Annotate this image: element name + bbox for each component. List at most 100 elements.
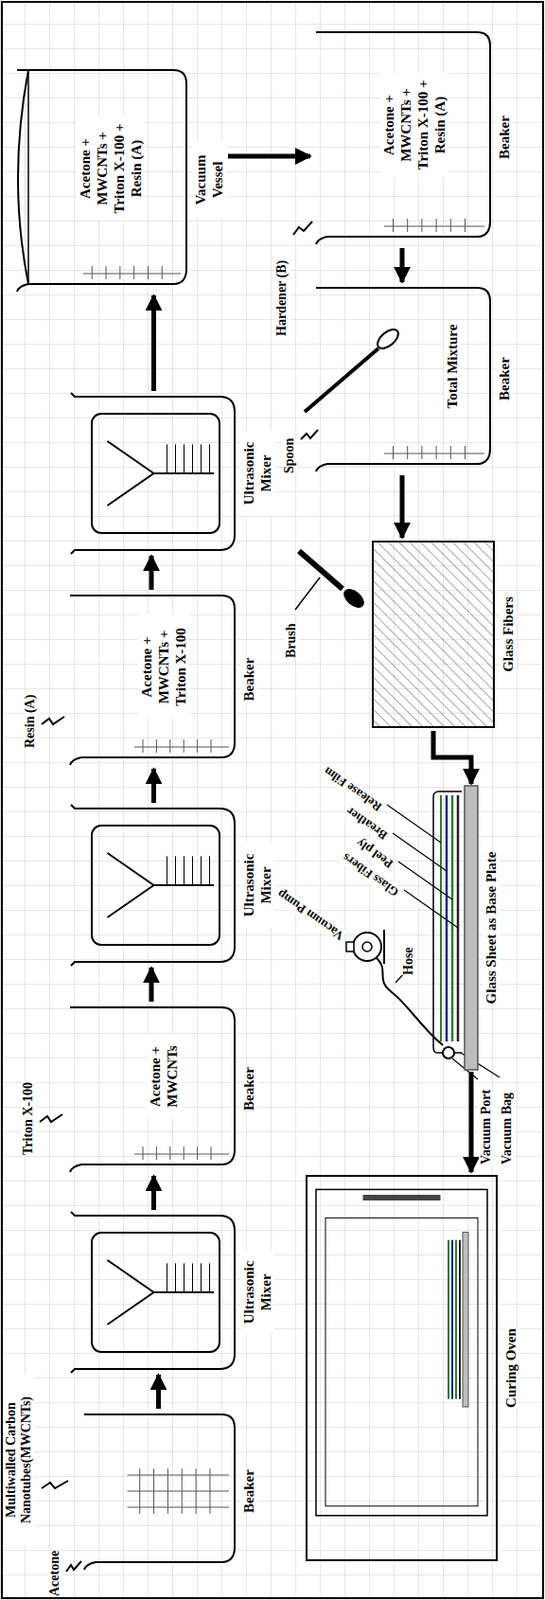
brush bbox=[295, 550, 368, 611]
beaker-wall bbox=[316, 32, 491, 245]
oven-door bbox=[316, 1188, 488, 1514]
graduation bbox=[384, 453, 485, 455]
oven-layup bbox=[451, 1239, 454, 1399]
mixer-housing bbox=[70, 1211, 235, 1372]
beaker-outline bbox=[312, 283, 493, 474]
pointer-squiggle bbox=[66, 1560, 82, 1571]
vessel-lid bbox=[27, 70, 30, 284]
material-label: Multiwalled Carbon Nanotubes(MWCNTs) bbox=[3, 1373, 35, 1545]
graduation bbox=[183, 738, 185, 753]
flow-arrow bbox=[149, 555, 155, 590]
leader-line bbox=[386, 804, 441, 843]
graduation bbox=[142, 1145, 144, 1160]
graduation bbox=[83, 273, 181, 275]
graduation bbox=[175, 443, 176, 474]
graduation bbox=[181, 1467, 183, 1513]
layup-layers bbox=[433, 791, 462, 1053]
beaker-body: Acetone + MWCNTs + Triton X-100 + Resin … bbox=[312, 28, 493, 247]
beaker-outline bbox=[80, 1409, 237, 1571]
leader-line bbox=[386, 804, 500, 1079]
brush bbox=[340, 585, 367, 611]
flow-arrow bbox=[151, 1175, 157, 1210]
spoon bbox=[374, 325, 403, 352]
part-label: Vacuum Port bbox=[478, 1089, 494, 1164]
graduation bbox=[91, 265, 93, 280]
flow-arrow bbox=[400, 247, 405, 282]
caption-text: Beaker bbox=[495, 115, 513, 159]
part-label: Hose bbox=[401, 946, 417, 975]
flow-arrow bbox=[433, 730, 472, 784]
graduation bbox=[196, 738, 198, 753]
graduation bbox=[133, 265, 135, 280]
glass-base-plate: Glass Sheet as Base Plate bbox=[463, 785, 500, 1070]
caption-text: Glass Sheet as Base Plate bbox=[482, 851, 500, 1004]
glass-fiber-sheet: Glass Fibers bbox=[370, 539, 517, 729]
beaker: Acetone + MWCNTs + Triton X-100Beaker bbox=[66, 591, 258, 767]
glass-base-plate-outline bbox=[463, 785, 479, 1070]
layup-layers bbox=[451, 794, 455, 1041]
graduation bbox=[200, 443, 202, 474]
ultrasonic-mixer: Ultrasonic Mixer bbox=[70, 1211, 275, 1372]
ultrasonic-mixer-outline bbox=[70, 392, 237, 554]
glass-base-plate-body bbox=[463, 785, 479, 1070]
graduation bbox=[209, 1467, 211, 1513]
graduation bbox=[127, 1490, 230, 1492]
curing-oven-body bbox=[304, 1173, 499, 1562]
graduation bbox=[210, 1145, 212, 1160]
material-label: Resin (A) bbox=[22, 694, 38, 748]
material-label: Acetone bbox=[47, 1549, 63, 1596]
layup-layers bbox=[439, 794, 442, 1041]
graduation bbox=[406, 445, 408, 459]
beaker: Acetone + MWCNTs + Triton X-100 + Resin … bbox=[312, 28, 513, 247]
beaker-wall bbox=[84, 1413, 235, 1569]
content-text: Acetone + MWCNTs + Triton X-100 + Resin … bbox=[380, 72, 449, 177]
flow-arrow bbox=[400, 474, 405, 538]
graduation bbox=[192, 443, 194, 474]
beaker-body: Total Mixture bbox=[312, 283, 493, 474]
beaker-body: Acetone + MWCNTs + Triton X-100 bbox=[66, 591, 237, 767]
graduation bbox=[384, 226, 485, 228]
flow-arrow bbox=[151, 295, 157, 391]
caption-text: Curing Oven bbox=[502, 1327, 520, 1407]
graduation bbox=[134, 746, 229, 748]
content-text: Acetone + MWCNTs bbox=[146, 1033, 181, 1119]
glass-fiber-sheet-outline bbox=[370, 539, 496, 729]
spoon bbox=[304, 348, 379, 412]
glass-plate bbox=[464, 785, 478, 1070]
graduation bbox=[166, 1262, 168, 1292]
sonotrode bbox=[107, 1259, 215, 1324]
beaker-wall bbox=[316, 287, 491, 472]
ultrasonic-mixer-body bbox=[70, 392, 237, 554]
layup-layers bbox=[433, 791, 462, 1053]
vacuum-vessel: Acetone + MWCNTs + Triton X-100 + Resin … bbox=[13, 66, 227, 294]
beaker-body bbox=[80, 1409, 237, 1571]
tool-label: Brush bbox=[283, 622, 299, 658]
graduation bbox=[209, 443, 211, 474]
graduation bbox=[192, 1262, 194, 1292]
leader-line bbox=[404, 889, 458, 928]
mixer-beaker bbox=[91, 1231, 220, 1352]
beaker-wall bbox=[70, 595, 235, 765]
graduation bbox=[127, 1506, 230, 1508]
ultrasonic-mixer: Ultrasonic Mixer bbox=[70, 804, 275, 966]
curing-oven-outline bbox=[304, 1173, 499, 1562]
graduation bbox=[169, 1145, 171, 1160]
graduation bbox=[147, 265, 149, 280]
graduation bbox=[195, 1467, 197, 1513]
beaker: Beaker bbox=[80, 1409, 258, 1571]
oven-tray bbox=[462, 1231, 469, 1407]
beaker-wall bbox=[70, 1006, 235, 1172]
graduation bbox=[436, 218, 438, 232]
content-text: Acetone + MWCNTs + Triton X-100 + Resin … bbox=[76, 116, 145, 221]
graduation bbox=[192, 855, 194, 885]
graduation bbox=[183, 443, 185, 474]
graduation bbox=[169, 738, 171, 753]
layup-layers bbox=[445, 794, 449, 1041]
oven-body bbox=[306, 1175, 497, 1560]
graduation bbox=[161, 265, 163, 280]
